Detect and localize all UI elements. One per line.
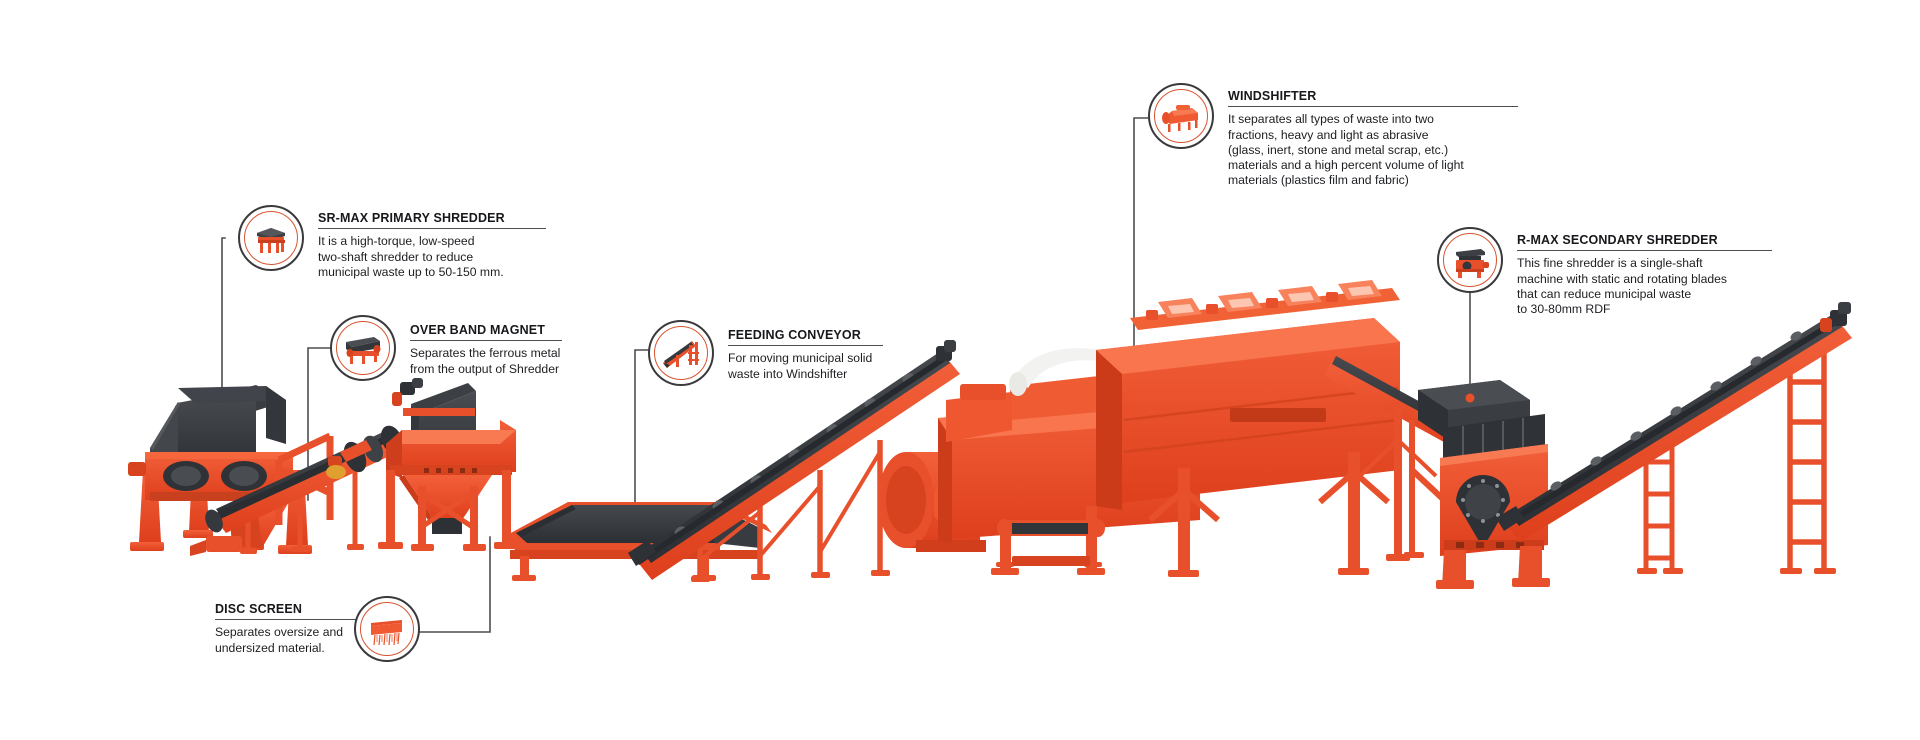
callout-body: It separates all types of waste into two… xyxy=(1228,112,1464,188)
callout-divider xyxy=(215,619,380,621)
machine-windshifter xyxy=(878,280,1400,577)
disc-screen-icon xyxy=(354,596,420,662)
leader-windshifter xyxy=(1133,117,1149,403)
ground-accessories xyxy=(1012,556,1090,566)
leader-disc-screen xyxy=(419,536,491,633)
callout-title: SR-MAX PRIMARY SHREDDER xyxy=(318,211,505,225)
machine-over-band-magnet xyxy=(378,378,519,551)
callout-title: OVER BAND MAGNET xyxy=(410,323,546,337)
feeding-conveyor-icon xyxy=(648,320,714,386)
callout-body: This fine shredder is a single-shaft mac… xyxy=(1517,256,1728,316)
callout-divider xyxy=(1228,106,1518,108)
callout-body: Separates the ferrous metal from the out… xyxy=(410,346,561,376)
leader-feeding-conveyor xyxy=(634,349,649,531)
windshifter-icon xyxy=(1148,83,1214,149)
over-band-magnet-icon xyxy=(330,315,396,381)
callout-text-disc-screen: DISC SCREEN Separates oversize and under… xyxy=(215,602,380,656)
secondary-shredder-icon xyxy=(1437,227,1503,293)
callout-body: It is a high-torque, low-speed two-shaft… xyxy=(318,234,504,279)
machine-feeding-conveyor xyxy=(628,340,960,582)
callout-title: WINDSHIFTER xyxy=(1228,89,1317,103)
callout-title: R-MAX SECONDARY SHREDDER xyxy=(1517,233,1718,247)
callout-text-windshifter: WINDSHIFTER It separates all types of wa… xyxy=(1228,89,1558,188)
callout-divider xyxy=(728,345,883,347)
primary-shredder-icon xyxy=(238,205,304,271)
machine-transfer-conveyor-1 xyxy=(205,425,403,554)
callout-title: DISC SCREEN xyxy=(215,602,303,616)
callout-body: For moving municipal solid waste into Wi… xyxy=(728,351,873,381)
callout-title: FEEDING CONVEYOR xyxy=(728,328,861,342)
leader-lines xyxy=(221,117,1471,633)
leader-primary-shredder xyxy=(221,237,226,422)
callout-body: Separates oversize and undersized materi… xyxy=(215,625,344,655)
callout-text-over-band-magnet: OVER BAND MAGNET Separates the ferrous m… xyxy=(410,323,690,377)
callout-text-feeding-conveyor: FEEDING CONVEYOR For moving municipal so… xyxy=(728,328,1008,382)
callout-divider xyxy=(410,340,562,342)
callout-text-primary-shredder: SR-MAX PRIMARY SHREDDER It is a high-tor… xyxy=(318,211,583,280)
callout-divider xyxy=(1517,250,1772,252)
callout-divider xyxy=(318,228,546,230)
machine-secondary-shredder xyxy=(1404,380,1550,589)
callout-text-secondary-shredder: R-MAX SECONDARY SHREDDER This fine shred… xyxy=(1517,233,1817,317)
machine-output-conveyor xyxy=(1496,302,1852,574)
